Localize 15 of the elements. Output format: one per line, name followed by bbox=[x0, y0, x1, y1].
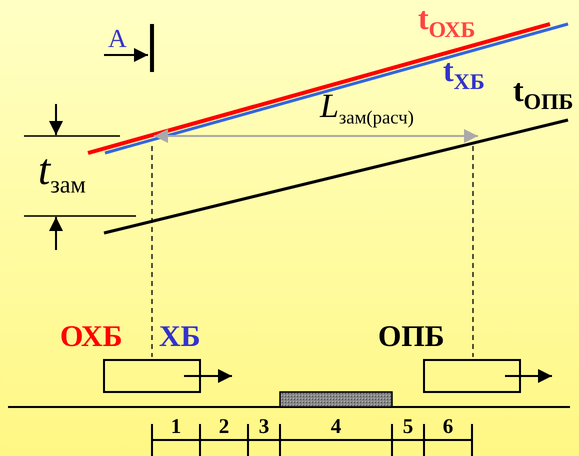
section-number: 4 bbox=[330, 416, 342, 437]
dimension-label: t$_{зам}$ bbox=[38, 148, 86, 198]
line-label: t$_{ХБ}$ bbox=[443, 54, 485, 94]
train-label: ХБ bbox=[159, 322, 200, 352]
line-label: t$_{ОХБ}$ bbox=[418, 2, 476, 42]
train-label: ОПБ bbox=[378, 322, 445, 352]
section-number: 1 bbox=[170, 416, 182, 437]
train-label: ОХБ bbox=[60, 322, 122, 352]
line-label: t$_{ОПБ}$ bbox=[513, 74, 574, 114]
dimension-label: L$_{зам(расч)}$ bbox=[320, 90, 414, 128]
section-number: 6 bbox=[442, 416, 454, 437]
section-number: 3 bbox=[258, 416, 270, 437]
section-number: 5 bbox=[402, 416, 414, 437]
section-label: A bbox=[108, 26, 127, 52]
section-number: 2 bbox=[218, 416, 230, 437]
